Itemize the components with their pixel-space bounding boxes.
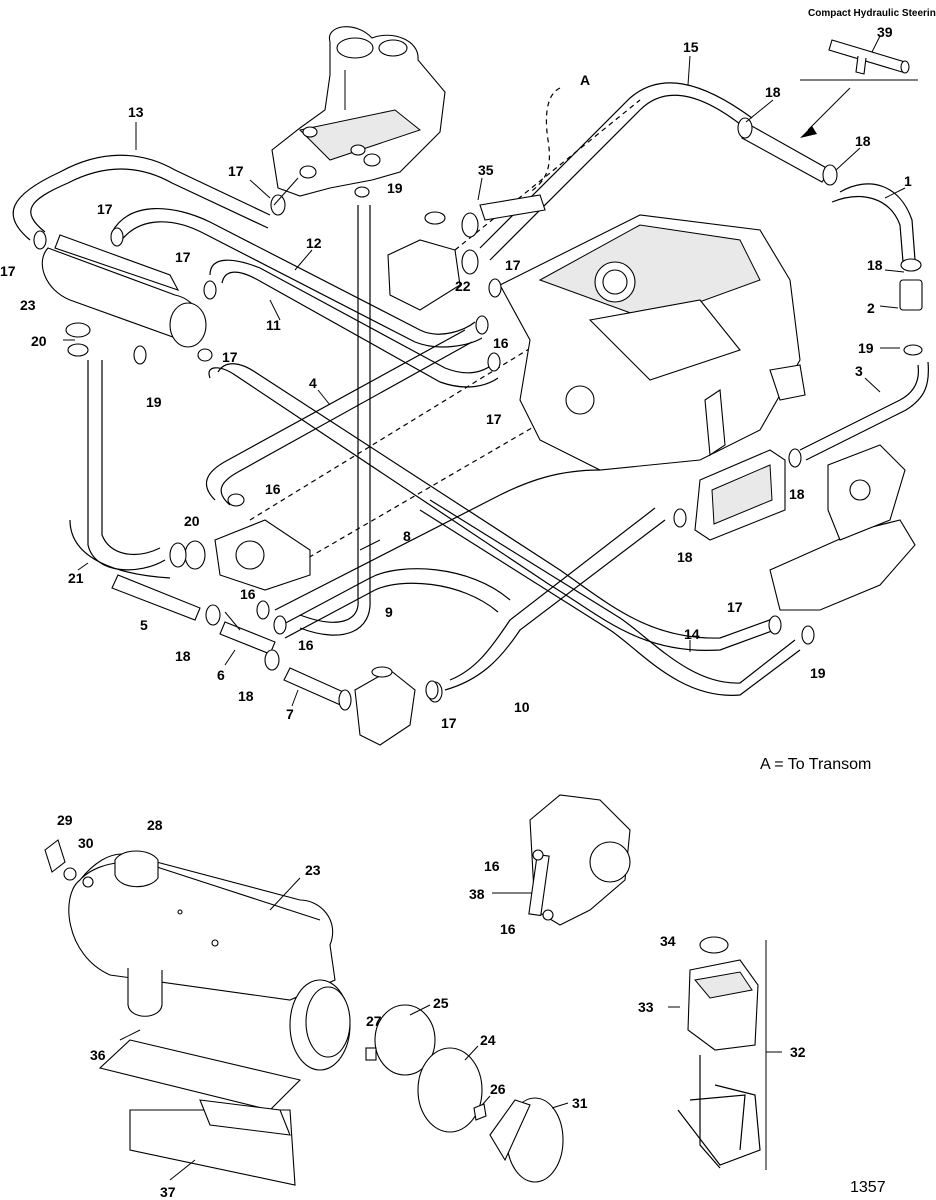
callout-38: 38 bbox=[469, 886, 485, 902]
callout-15: 15 bbox=[683, 39, 699, 55]
callout-32: 32 bbox=[790, 1044, 806, 1060]
gasket-24 bbox=[417, 1047, 483, 1133]
callout-18: 18 bbox=[765, 84, 781, 100]
steering-fitting-part bbox=[828, 39, 906, 73]
callout-17: 17 bbox=[222, 349, 238, 365]
leader-lines bbox=[63, 55, 906, 1181]
callout-34: 34 bbox=[660, 933, 676, 949]
callout-30: 30 bbox=[78, 835, 94, 851]
screw-26 bbox=[473, 1103, 487, 1121]
fitting-2 bbox=[899, 258, 923, 356]
callout-20: 20 bbox=[184, 513, 200, 529]
callout-39: 39 bbox=[877, 24, 893, 40]
steering-cooler-assembly bbox=[769, 444, 916, 611]
callout-1: 1 bbox=[904, 173, 912, 189]
fuel-cooler bbox=[694, 449, 786, 541]
callout-29: 29 bbox=[57, 812, 73, 828]
callout-18: 18 bbox=[677, 549, 693, 565]
callout-17: 17 bbox=[175, 249, 191, 265]
callout-16: 16 bbox=[298, 637, 314, 653]
callout-21: 21 bbox=[68, 570, 84, 586]
end-plate-25 bbox=[374, 1004, 436, 1076]
callout-26: 26 bbox=[490, 1081, 506, 1097]
part-35-hose bbox=[479, 194, 546, 221]
callout-28: 28 bbox=[147, 817, 163, 833]
heat-exchanger-top bbox=[41, 234, 207, 357]
callout-13: 13 bbox=[128, 104, 144, 120]
callout-17: 17 bbox=[486, 411, 502, 427]
callout-17: 17 bbox=[505, 257, 521, 273]
legend-a-to-transom: A = To Transom bbox=[760, 756, 871, 773]
callout-8: 8 bbox=[403, 528, 411, 544]
callout-37: 37 bbox=[160, 1184, 176, 1200]
callout-11: 11 bbox=[266, 317, 281, 333]
seawater-pump bbox=[169, 519, 311, 591]
callout-14: 14 bbox=[684, 626, 700, 642]
thermostat-housing bbox=[387, 194, 546, 311]
callout-3: 3 bbox=[855, 363, 863, 379]
hoses bbox=[12, 82, 930, 708]
callout-19: 19 bbox=[858, 340, 874, 356]
compact-hydraulic-steering-inset: Compact Hydraulic Steering bbox=[800, 8, 936, 138]
callout-4: 4 bbox=[309, 375, 317, 391]
callout-10: 10 bbox=[514, 699, 530, 715]
callout-22: 22 bbox=[455, 278, 471, 294]
callout-16: 16 bbox=[240, 586, 256, 602]
callout-23: 23 bbox=[20, 297, 36, 313]
callout-19: 19 bbox=[146, 394, 162, 410]
callout-24: 24 bbox=[480, 1032, 496, 1048]
callout-18: 18 bbox=[175, 648, 191, 664]
caption-compact-hydraulic-steering: Compact Hydraulic Steering bbox=[808, 8, 936, 19]
callout-12: 12 bbox=[306, 235, 322, 251]
screw-27 bbox=[365, 1047, 377, 1061]
callout-6: 6 bbox=[217, 667, 225, 683]
callout-18: 18 bbox=[867, 257, 883, 273]
callout-9: 9 bbox=[385, 604, 393, 620]
heat-exchanger-exploded bbox=[44, 839, 351, 1071]
callout-17: 17 bbox=[441, 715, 457, 731]
coolant-reservoir-assembly bbox=[677, 936, 782, 1170]
hose-clamps bbox=[33, 117, 838, 700]
callout-25: 25 bbox=[433, 995, 449, 1011]
engine-block bbox=[499, 214, 806, 471]
callout-16: 16 bbox=[484, 858, 500, 874]
callout-19: 19 bbox=[810, 665, 826, 681]
callout-17: 17 bbox=[0, 263, 16, 279]
callout-7: 7 bbox=[286, 706, 294, 722]
circulating-pump bbox=[338, 666, 443, 746]
callout-17: 17 bbox=[228, 163, 244, 179]
callout-35: 35 bbox=[478, 162, 494, 178]
end-cap-clamp-31 bbox=[489, 1097, 564, 1183]
exhaust-manifold bbox=[271, 26, 446, 197]
callout-20: 20 bbox=[31, 333, 47, 349]
water-pump-inset bbox=[528, 794, 631, 926]
callout-16: 16 bbox=[493, 335, 509, 351]
callout-31: 31 bbox=[572, 1095, 588, 1111]
callout-5: 5 bbox=[140, 617, 148, 633]
callout-16: 16 bbox=[265, 481, 281, 497]
callout-18: 18 bbox=[855, 133, 871, 149]
callout-19: 19 bbox=[387, 180, 403, 196]
callout-18: 18 bbox=[789, 486, 805, 502]
inset-arrow bbox=[800, 126, 817, 138]
callout-36: 36 bbox=[90, 1047, 106, 1063]
callout-A: A bbox=[580, 72, 590, 88]
routing-lines bbox=[249, 87, 641, 581]
callout-18: 18 bbox=[238, 688, 254, 704]
figure-number: 1357 bbox=[850, 1179, 886, 1196]
callout-27: 27 bbox=[366, 1013, 382, 1029]
callout-17: 17 bbox=[727, 599, 743, 615]
callout-33: 33 bbox=[638, 999, 654, 1015]
callout-17: 17 bbox=[97, 201, 113, 217]
callout-2: 2 bbox=[867, 300, 875, 316]
callout-labels: 39 15 A 18 18 1 13 17 19 35 17 17 12 17 … bbox=[0, 24, 912, 1200]
callout-16: 16 bbox=[500, 921, 516, 937]
callout-23: 23 bbox=[305, 862, 321, 878]
